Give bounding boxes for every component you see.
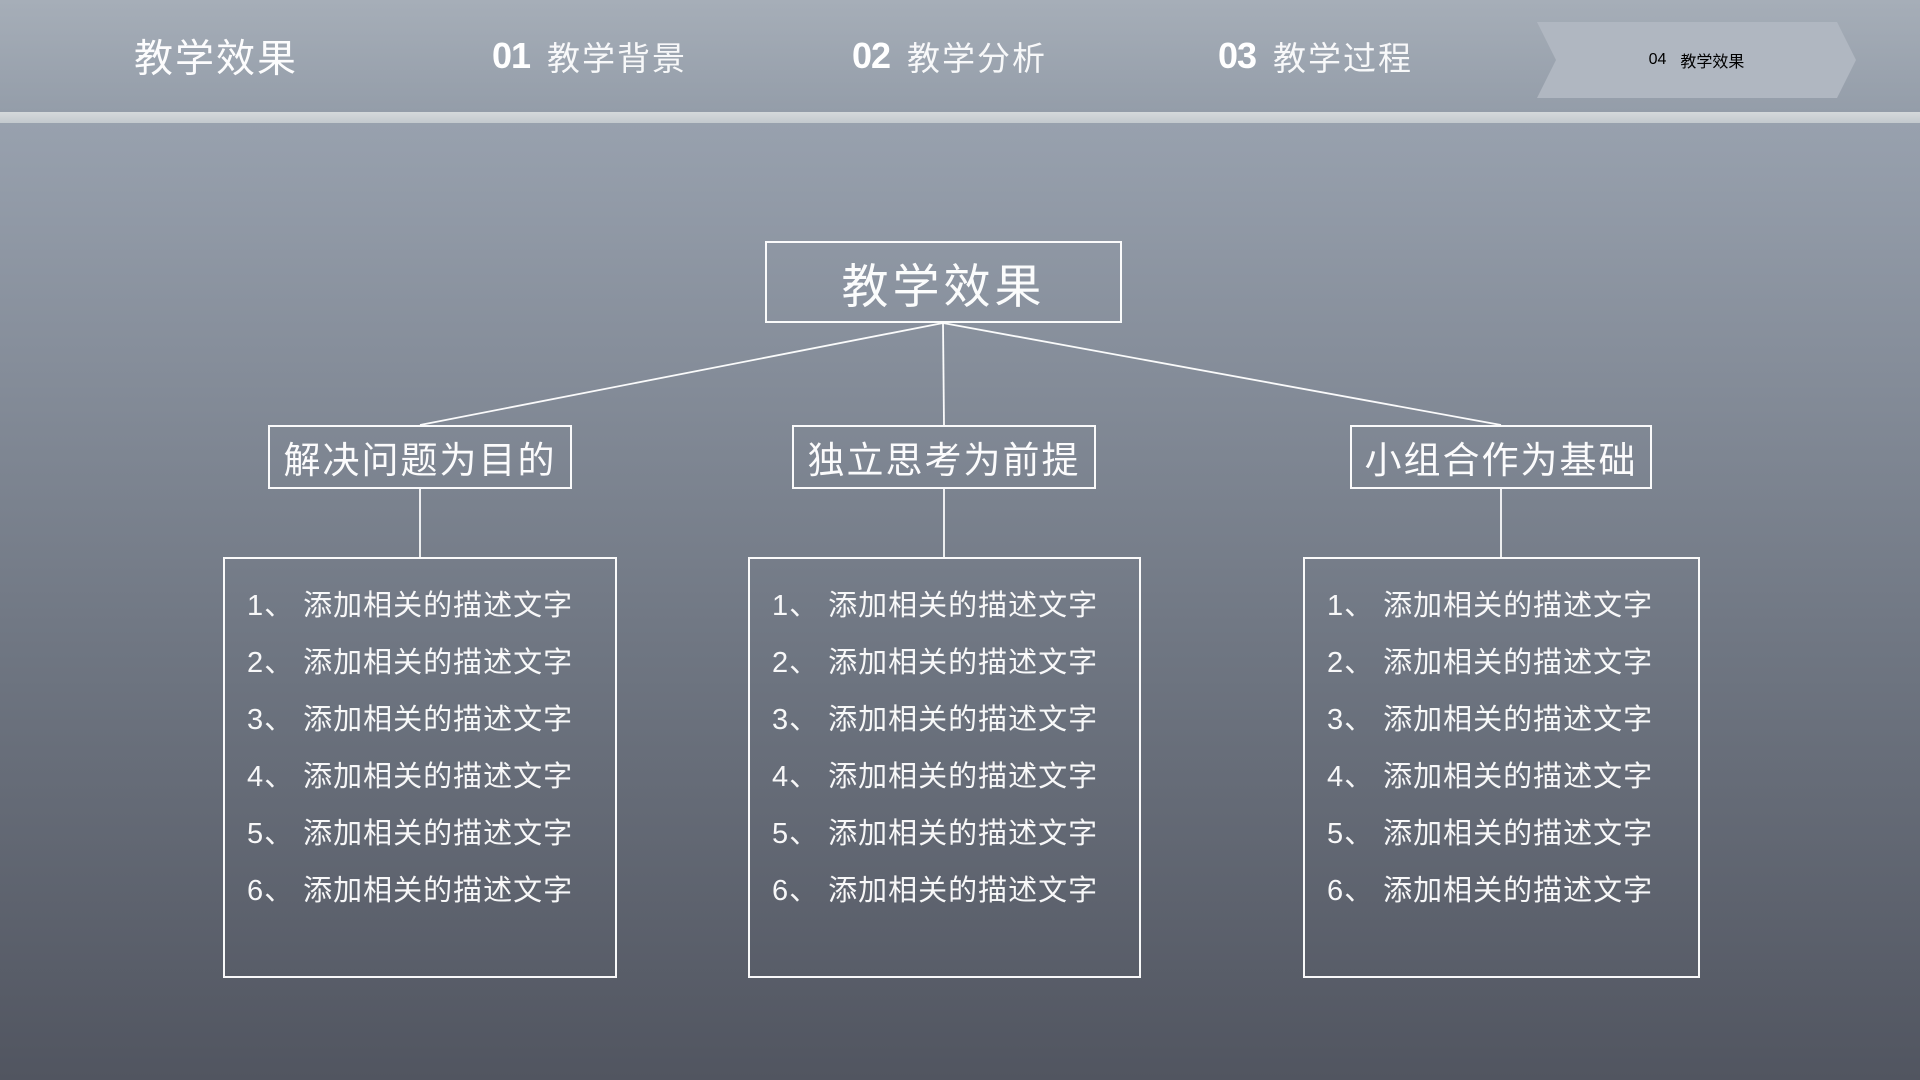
nav-tab-number: 03 — [1218, 35, 1257, 76]
branch-box-group-cooperation: 小组合作为基础 — [1350, 425, 1652, 489]
list-item: 1、 添加相关的描述文字 — [247, 590, 574, 622]
nav-tab-number: 02 — [852, 35, 891, 76]
nav-tab-label: 教学过程 — [1273, 40, 1414, 77]
list-item: 2、 添加相关的描述文字 — [772, 647, 1099, 679]
list-item: 4、 添加相关的描述文字 — [772, 761, 1099, 793]
list-item: 1、 添加相关的描述文字 — [772, 590, 1099, 622]
list-item: 3、 添加相关的描述文字 — [772, 704, 1099, 736]
nav-tab-label: 教学效果 — [1680, 54, 1745, 71]
detail-list-box: 1、 添加相关的描述文字 2、 添加相关的描述文字 3、 添加相关的描述文字 4… — [748, 557, 1141, 978]
branch-box-problem-solving: 解决问题为目的 — [268, 425, 572, 489]
list-item: 4、 添加相关的描述文字 — [247, 761, 574, 793]
list-item: 6、 添加相关的描述文字 — [772, 875, 1099, 907]
list-item: 5、 添加相关的描述文字 — [1327, 818, 1654, 850]
list-item: 5、 添加相关的描述文字 — [247, 818, 574, 850]
slide-body — [0, 123, 1920, 1080]
list-item: 6、 添加相关的描述文字 — [1327, 875, 1654, 907]
list-item: 3、 添加相关的描述文字 — [1327, 704, 1654, 736]
list-item: 6、 添加相关的描述文字 — [247, 875, 574, 907]
list-item: 4、 添加相关的描述文字 — [1327, 761, 1654, 793]
list-item: 5、 添加相关的描述文字 — [772, 818, 1099, 850]
nav-tab-01-teaching-background[interactable]: 01 教学背景 — [492, 0, 687, 112]
nav-tab-number: 04 — [1648, 51, 1667, 68]
list-item: 2、 添加相关的描述文字 — [1327, 647, 1654, 679]
page-title: 教学效果 — [134, 38, 299, 81]
nav-tab-number: 01 — [492, 35, 531, 76]
top-nav-bar: 教学效果 01 教学背景 02 教学分析 03 教学过程 04 教学效果 — [0, 0, 1920, 112]
nav-tab-label: 教学背景 — [547, 40, 688, 77]
nav-tab-04-teaching-effect-active[interactable]: 04 教学效果 — [1537, 22, 1856, 98]
nav-tab-03-teaching-process[interactable]: 03 教学过程 — [1218, 0, 1413, 112]
branch-box-independent-thinking: 独立思考为前提 — [792, 425, 1096, 489]
nav-tab-02-teaching-analysis[interactable]: 02 教学分析 — [852, 0, 1047, 112]
diagram-root-box: 教学效果 — [765, 241, 1122, 323]
list-item: 2、 添加相关的描述文字 — [247, 647, 574, 679]
list-item: 3、 添加相关的描述文字 — [247, 704, 574, 736]
divider-band — [0, 112, 1920, 123]
nav-tab-label: 教学分析 — [907, 40, 1048, 77]
list-item: 1、 添加相关的描述文字 — [1327, 590, 1654, 622]
detail-list-box: 1、 添加相关的描述文字 2、 添加相关的描述文字 3、 添加相关的描述文字 4… — [223, 557, 617, 978]
detail-list-box: 1、 添加相关的描述文字 2、 添加相关的描述文字 3、 添加相关的描述文字 4… — [1303, 557, 1700, 978]
